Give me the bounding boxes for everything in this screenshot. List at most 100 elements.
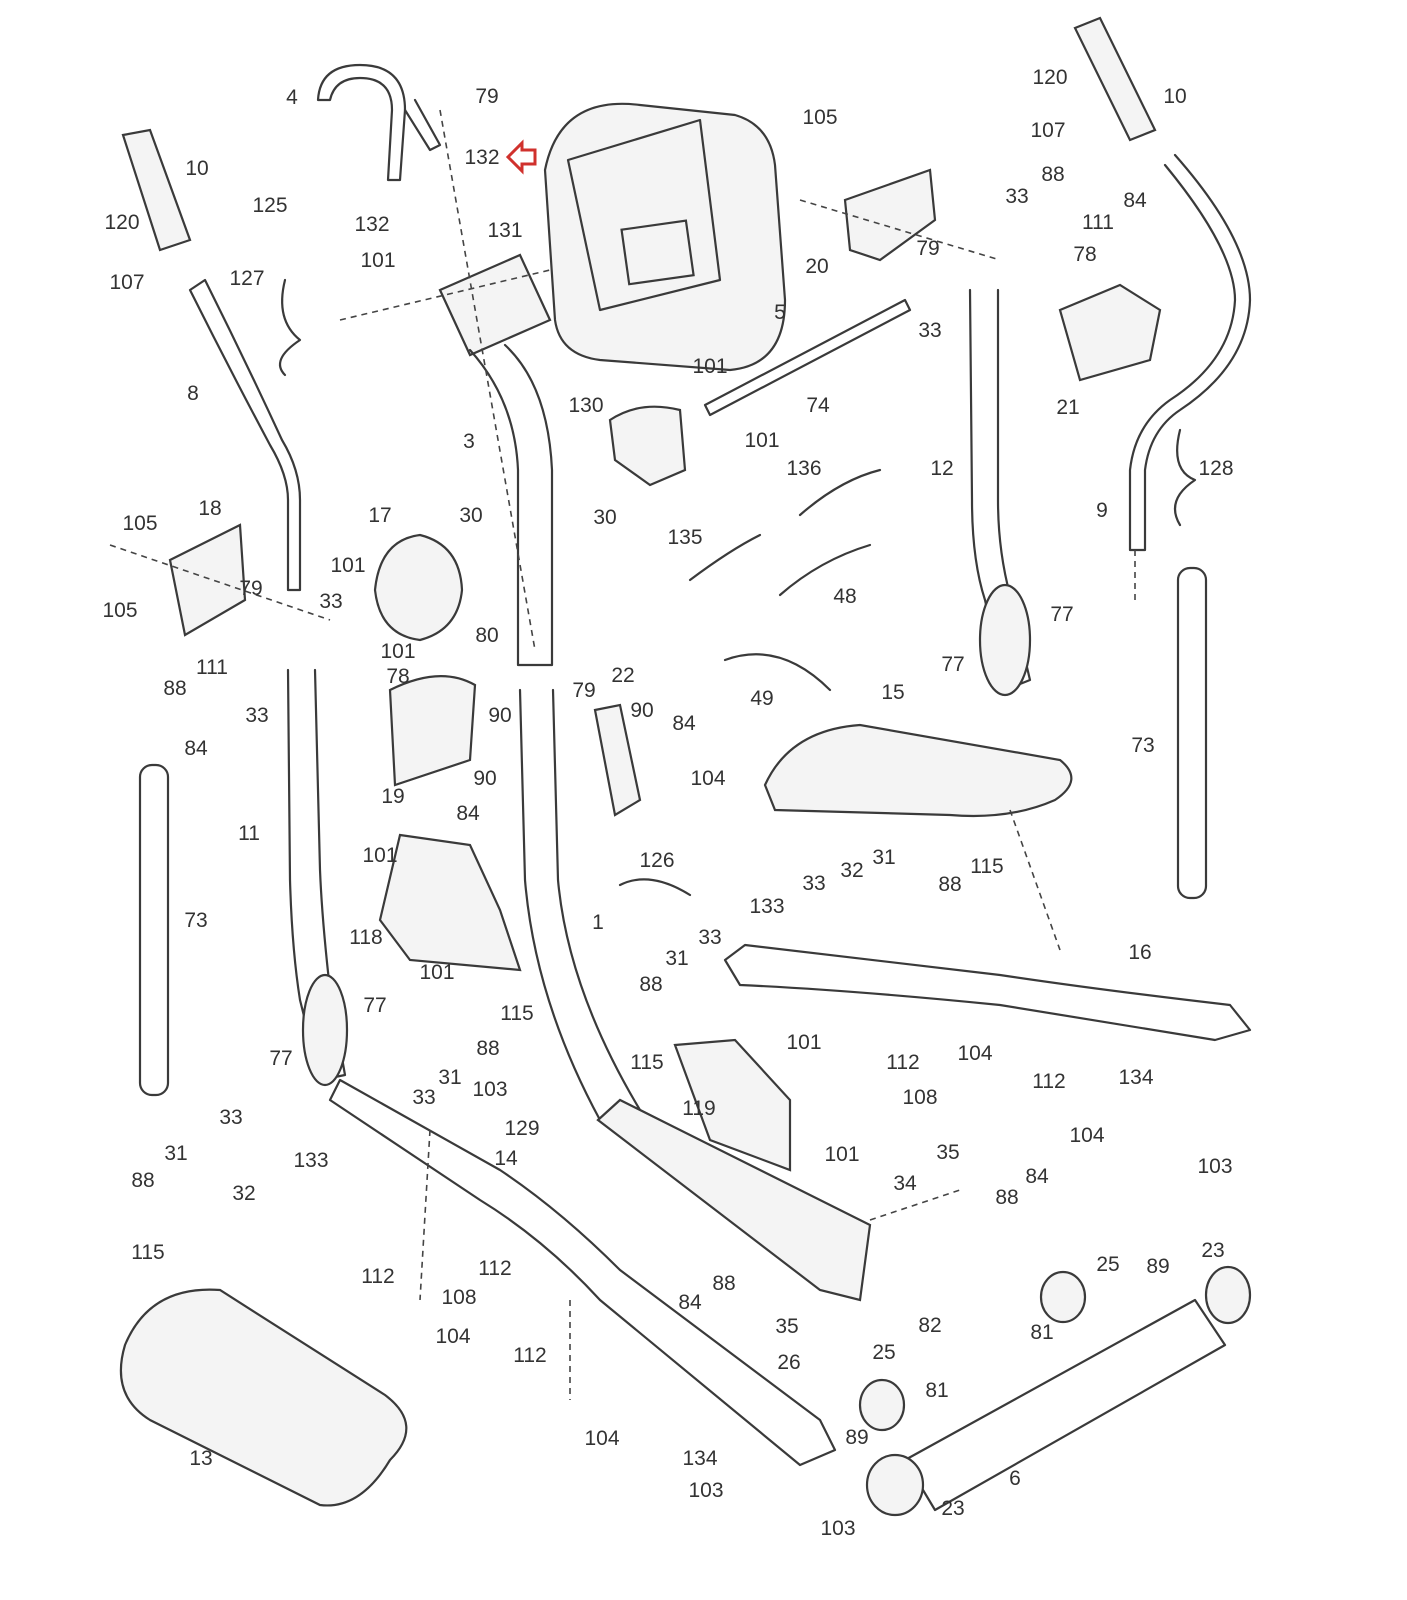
part-callout-31: 31 xyxy=(164,1142,187,1165)
part-callout-77: 77 xyxy=(269,1047,292,1070)
part-callout-120: 120 xyxy=(1032,66,1067,89)
part-callout-104: 104 xyxy=(584,1427,619,1450)
part-callout-5: 5 xyxy=(774,301,786,324)
part-callout-103: 103 xyxy=(1197,1155,1232,1178)
wire-135 xyxy=(688,533,762,582)
part-callout-115: 115 xyxy=(630,1051,663,1074)
part-callout-101: 101 xyxy=(786,1031,821,1054)
wire-128 xyxy=(1173,428,1197,527)
part-callout-79: 79 xyxy=(239,577,262,600)
assembly-line xyxy=(439,109,536,651)
part-callout-107: 107 xyxy=(1030,119,1065,142)
crossbar-16 xyxy=(723,943,1252,1042)
part-callout-33: 33 xyxy=(319,590,342,613)
cover-119 xyxy=(673,1038,792,1172)
tube-73-left xyxy=(138,763,170,1097)
part-callout-48: 48 xyxy=(833,585,856,608)
part-callout-128: 128 xyxy=(1198,457,1233,480)
part-callout-10: 10 xyxy=(185,157,208,180)
part-callout-13: 13 xyxy=(189,1447,212,1470)
cover-130 xyxy=(608,405,687,487)
part-callout-89: 89 xyxy=(845,1426,868,1449)
part-callout-111: 111 xyxy=(196,656,228,679)
cover-21 xyxy=(1058,283,1162,382)
part-callout-115: 115 xyxy=(970,855,1003,878)
cover-19 xyxy=(388,675,477,787)
part-callout-126: 126 xyxy=(639,849,674,872)
part-callout-108: 108 xyxy=(441,1286,476,1309)
part-callout-1: 1 xyxy=(592,911,604,934)
part-callout-84: 84 xyxy=(456,802,480,825)
assembly-line xyxy=(799,199,1001,261)
part-callout-90: 90 xyxy=(630,699,653,722)
pole-10-left xyxy=(121,128,192,252)
part-callout-19: 19 xyxy=(381,785,404,808)
part-callout-112: 112 xyxy=(886,1051,919,1074)
axle-74 xyxy=(703,298,912,417)
part-callout-12: 12 xyxy=(930,457,953,480)
wire-49 xyxy=(723,653,832,692)
part-callout-33: 33 xyxy=(918,319,941,342)
part-callout-79: 79 xyxy=(475,85,498,108)
part-callout-112: 112 xyxy=(513,1344,546,1367)
part-callout-134: 134 xyxy=(1118,1066,1153,1089)
part-callout-132: 132 xyxy=(354,213,389,236)
part-callout-88: 88 xyxy=(1041,163,1064,186)
part-callout-84: 84 xyxy=(1025,1165,1049,1188)
cover-17 xyxy=(373,533,464,642)
wheel-25-left xyxy=(858,1378,906,1432)
part-callout-33: 33 xyxy=(219,1106,242,1129)
part-callout-77: 77 xyxy=(1050,603,1073,626)
console-display xyxy=(620,219,695,286)
arm-9 xyxy=(1128,153,1252,552)
part-callout-14: 14 xyxy=(494,1147,518,1170)
bottle-holder-22 xyxy=(593,703,642,817)
part-callout-119: 119 xyxy=(682,1097,715,1120)
part-callout-6: 6 xyxy=(1009,1467,1021,1490)
part-callout-15: 15 xyxy=(881,681,904,704)
part-callout-134: 134 xyxy=(682,1447,717,1470)
part-callout-33: 33 xyxy=(412,1086,435,1109)
assembly-line xyxy=(339,269,551,321)
part-callout-104: 104 xyxy=(1069,1124,1104,1147)
part-callout-108: 108 xyxy=(902,1086,937,1109)
part-callout-112: 112 xyxy=(361,1265,394,1288)
part-callout-79: 79 xyxy=(916,237,939,260)
part-callout-22: 22 xyxy=(611,664,634,687)
part-callout-77: 77 xyxy=(941,653,964,676)
part-callout-88: 88 xyxy=(131,1169,154,1192)
part-callout-103: 103 xyxy=(688,1479,723,1502)
part-callout-133: 133 xyxy=(293,1149,328,1172)
part-callout-30: 30 xyxy=(459,504,482,527)
part-callout-18: 18 xyxy=(198,497,221,520)
part-shapes xyxy=(109,16,1252,1517)
part-callout-35: 35 xyxy=(775,1315,798,1338)
part-callout-101: 101 xyxy=(380,640,415,663)
part-callout-84: 84 xyxy=(678,1291,702,1314)
part-callout-31: 31 xyxy=(665,947,688,970)
cover-18 xyxy=(168,523,247,637)
part-callout-77: 77 xyxy=(363,994,386,1017)
part-callout-127: 127 xyxy=(229,267,264,290)
part-callout-81: 81 xyxy=(1030,1321,1053,1344)
part-callout-78: 78 xyxy=(386,665,409,688)
part-callout-88: 88 xyxy=(995,1186,1018,1209)
console-grille xyxy=(566,118,722,312)
wire-136 xyxy=(798,468,882,517)
part-callout-81: 81 xyxy=(925,1379,948,1402)
assembly-line xyxy=(869,1189,961,1221)
upright-3 xyxy=(468,343,554,667)
arm-12-fork xyxy=(978,583,1032,697)
part-callout-9: 9 xyxy=(1096,499,1108,522)
part-callout-88: 88 xyxy=(639,973,662,996)
part-callout-129: 129 xyxy=(504,1117,539,1140)
part-callout-35: 35 xyxy=(936,1141,959,1164)
wire-127 xyxy=(278,278,302,377)
handlebar-4 xyxy=(316,63,407,182)
part-callout-120: 120 xyxy=(104,211,139,234)
part-callout-74: 74 xyxy=(806,394,830,417)
part-callout-101: 101 xyxy=(419,961,454,984)
part-callout-80: 80 xyxy=(475,624,498,647)
